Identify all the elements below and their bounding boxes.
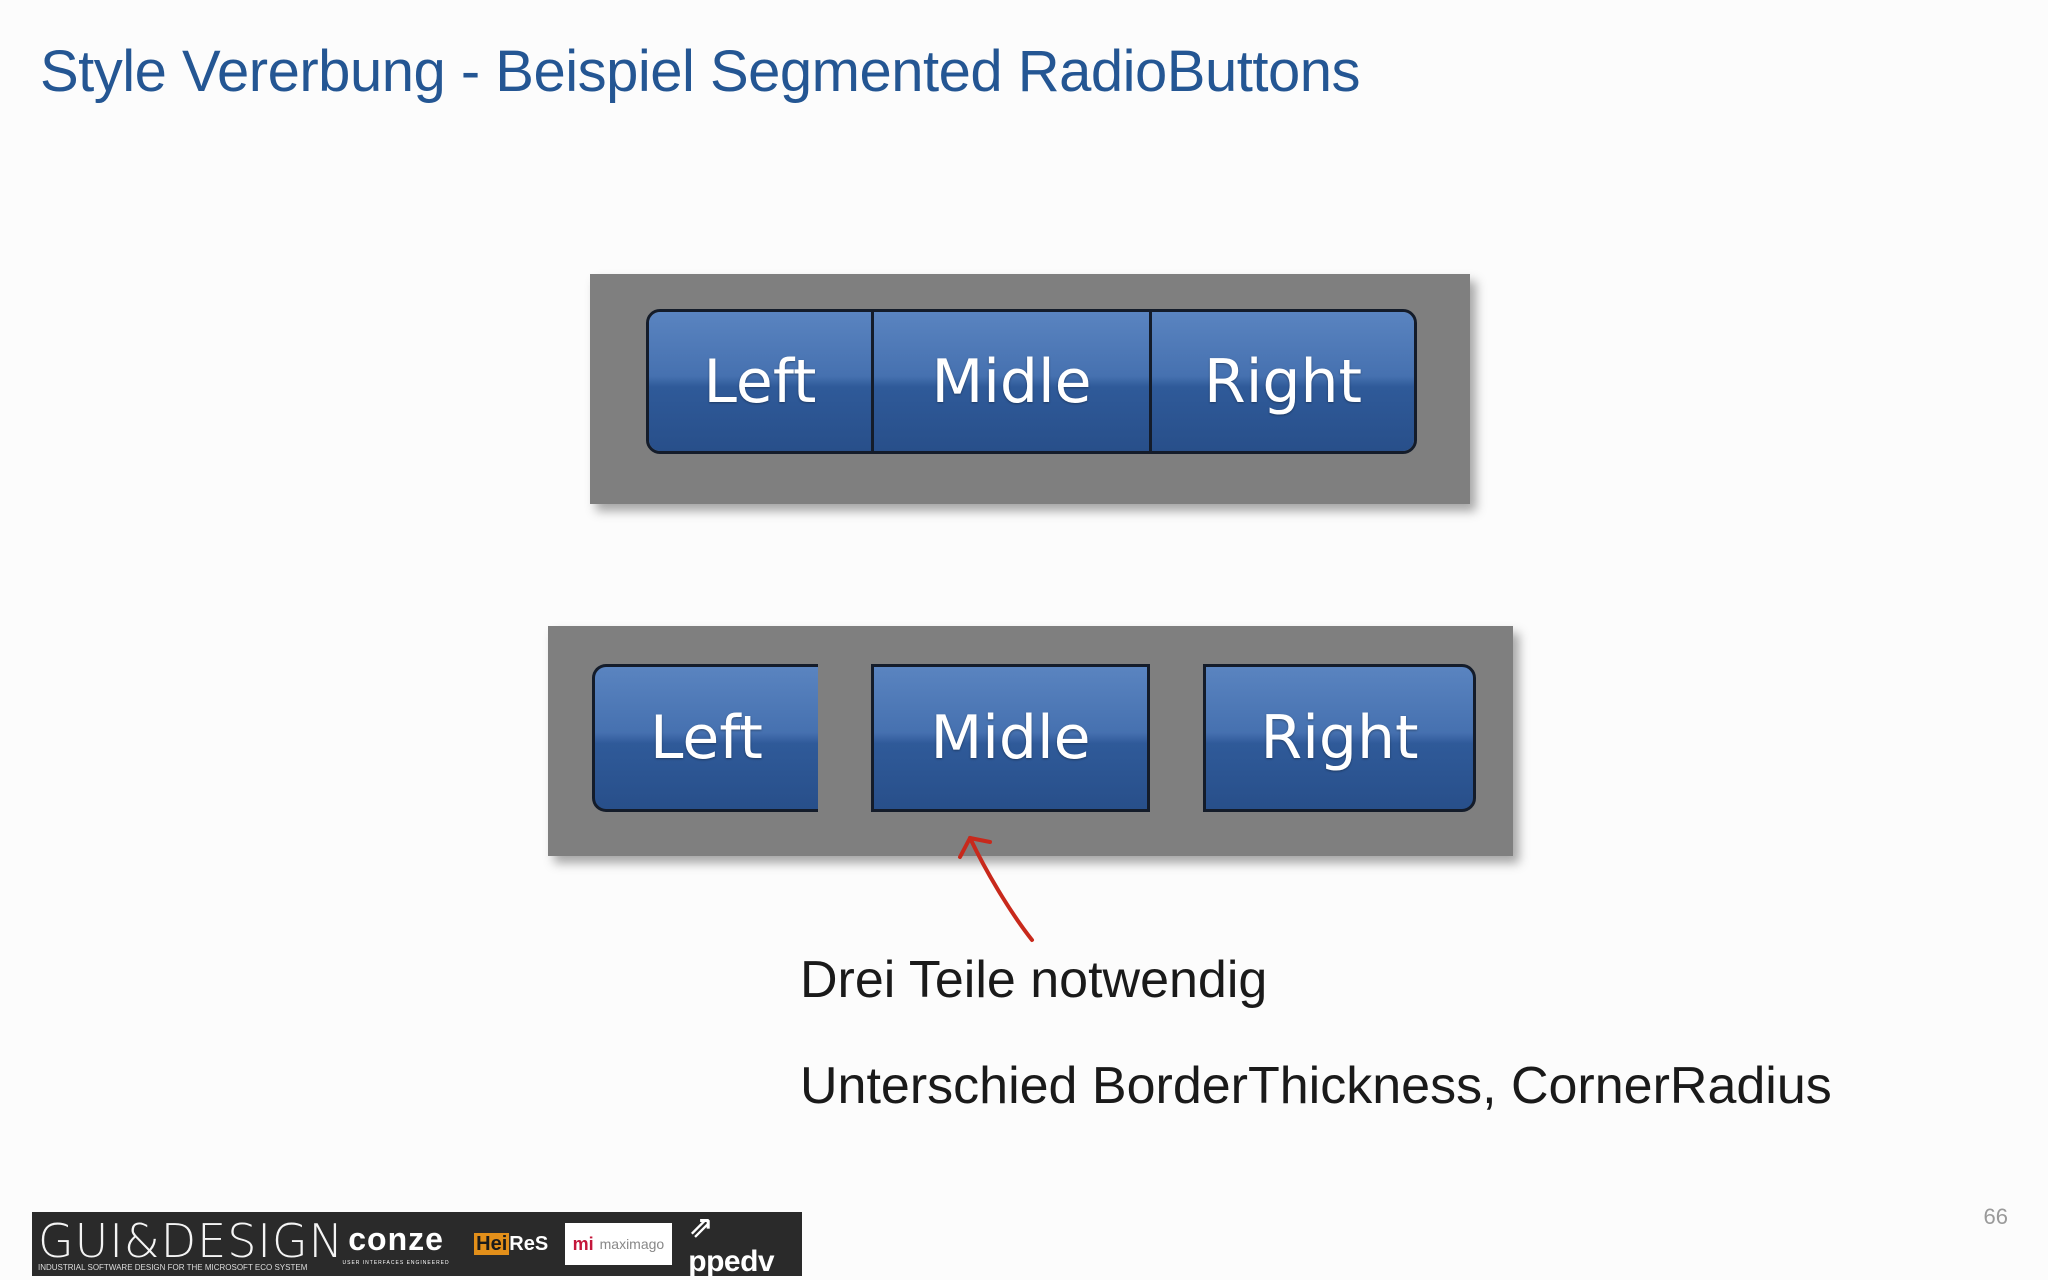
conze-tagline: USER INTERFACES ENGINEERED: [342, 1259, 450, 1266]
note-difference: Unterschied BorderThickness, CornerRadiu…: [800, 1057, 1832, 1115]
heires-hei: Hei: [474, 1232, 510, 1255]
segment-middle-part[interactable]: Midle: [871, 664, 1150, 812]
conze-logo: conze USER INTERFACES ENGINEERED: [338, 1223, 453, 1266]
red-arrow-icon: [958, 836, 1034, 942]
ppedv-wordmark: ppedv: [688, 1244, 775, 1277]
segment-right-part[interactable]: Right: [1203, 664, 1476, 812]
segment-left-part[interactable]: Left: [592, 664, 818, 812]
segmented-example-separated: Left Midle Right: [548, 626, 1513, 856]
segment-left-button[interactable]: Left: [649, 312, 874, 451]
ppedv-logo: ⇗ ppedv: [688, 1212, 802, 1276]
note-three-parts: Drei Teile notwendig: [800, 951, 1268, 1009]
segment-middle-button[interactable]: Midle: [874, 312, 1152, 451]
segmented-example-joined: Left Midle Right: [590, 274, 1470, 504]
segment-right-button[interactable]: Right: [1152, 312, 1414, 451]
maximago-mi: mi: [572, 1233, 594, 1254]
page-number: 66: [1983, 1204, 2008, 1229]
ppedv-arrow-icon: ⇗: [688, 1212, 713, 1244]
guidesign-logo: GUI&DESIGN INDUSTRIAL SOFTWARE DESIGN FO…: [32, 1212, 343, 1276]
sponsor-logo-bar: GUI&DESIGN INDUSTRIAL SOFTWARE DESIGN FO…: [32, 1212, 802, 1276]
conze-wordmark: conze: [348, 1220, 444, 1257]
guidesign-tagline: INDUSTRIAL SOFTWARE DESIGN FOR THE MICRO…: [38, 1263, 308, 1272]
maximago-wordmark: maximago: [599, 1236, 665, 1252]
slide-title: Style Vererbung - Beispiel Segmented Rad…: [40, 39, 1360, 104]
maximago-logo: mi maximago: [564, 1223, 673, 1265]
segmented-radio-group: Left Midle Right: [646, 309, 1417, 454]
heires-res: ReS: [509, 1232, 549, 1255]
guidesign-wordmark: GUI&DESIGN: [38, 1214, 345, 1268]
